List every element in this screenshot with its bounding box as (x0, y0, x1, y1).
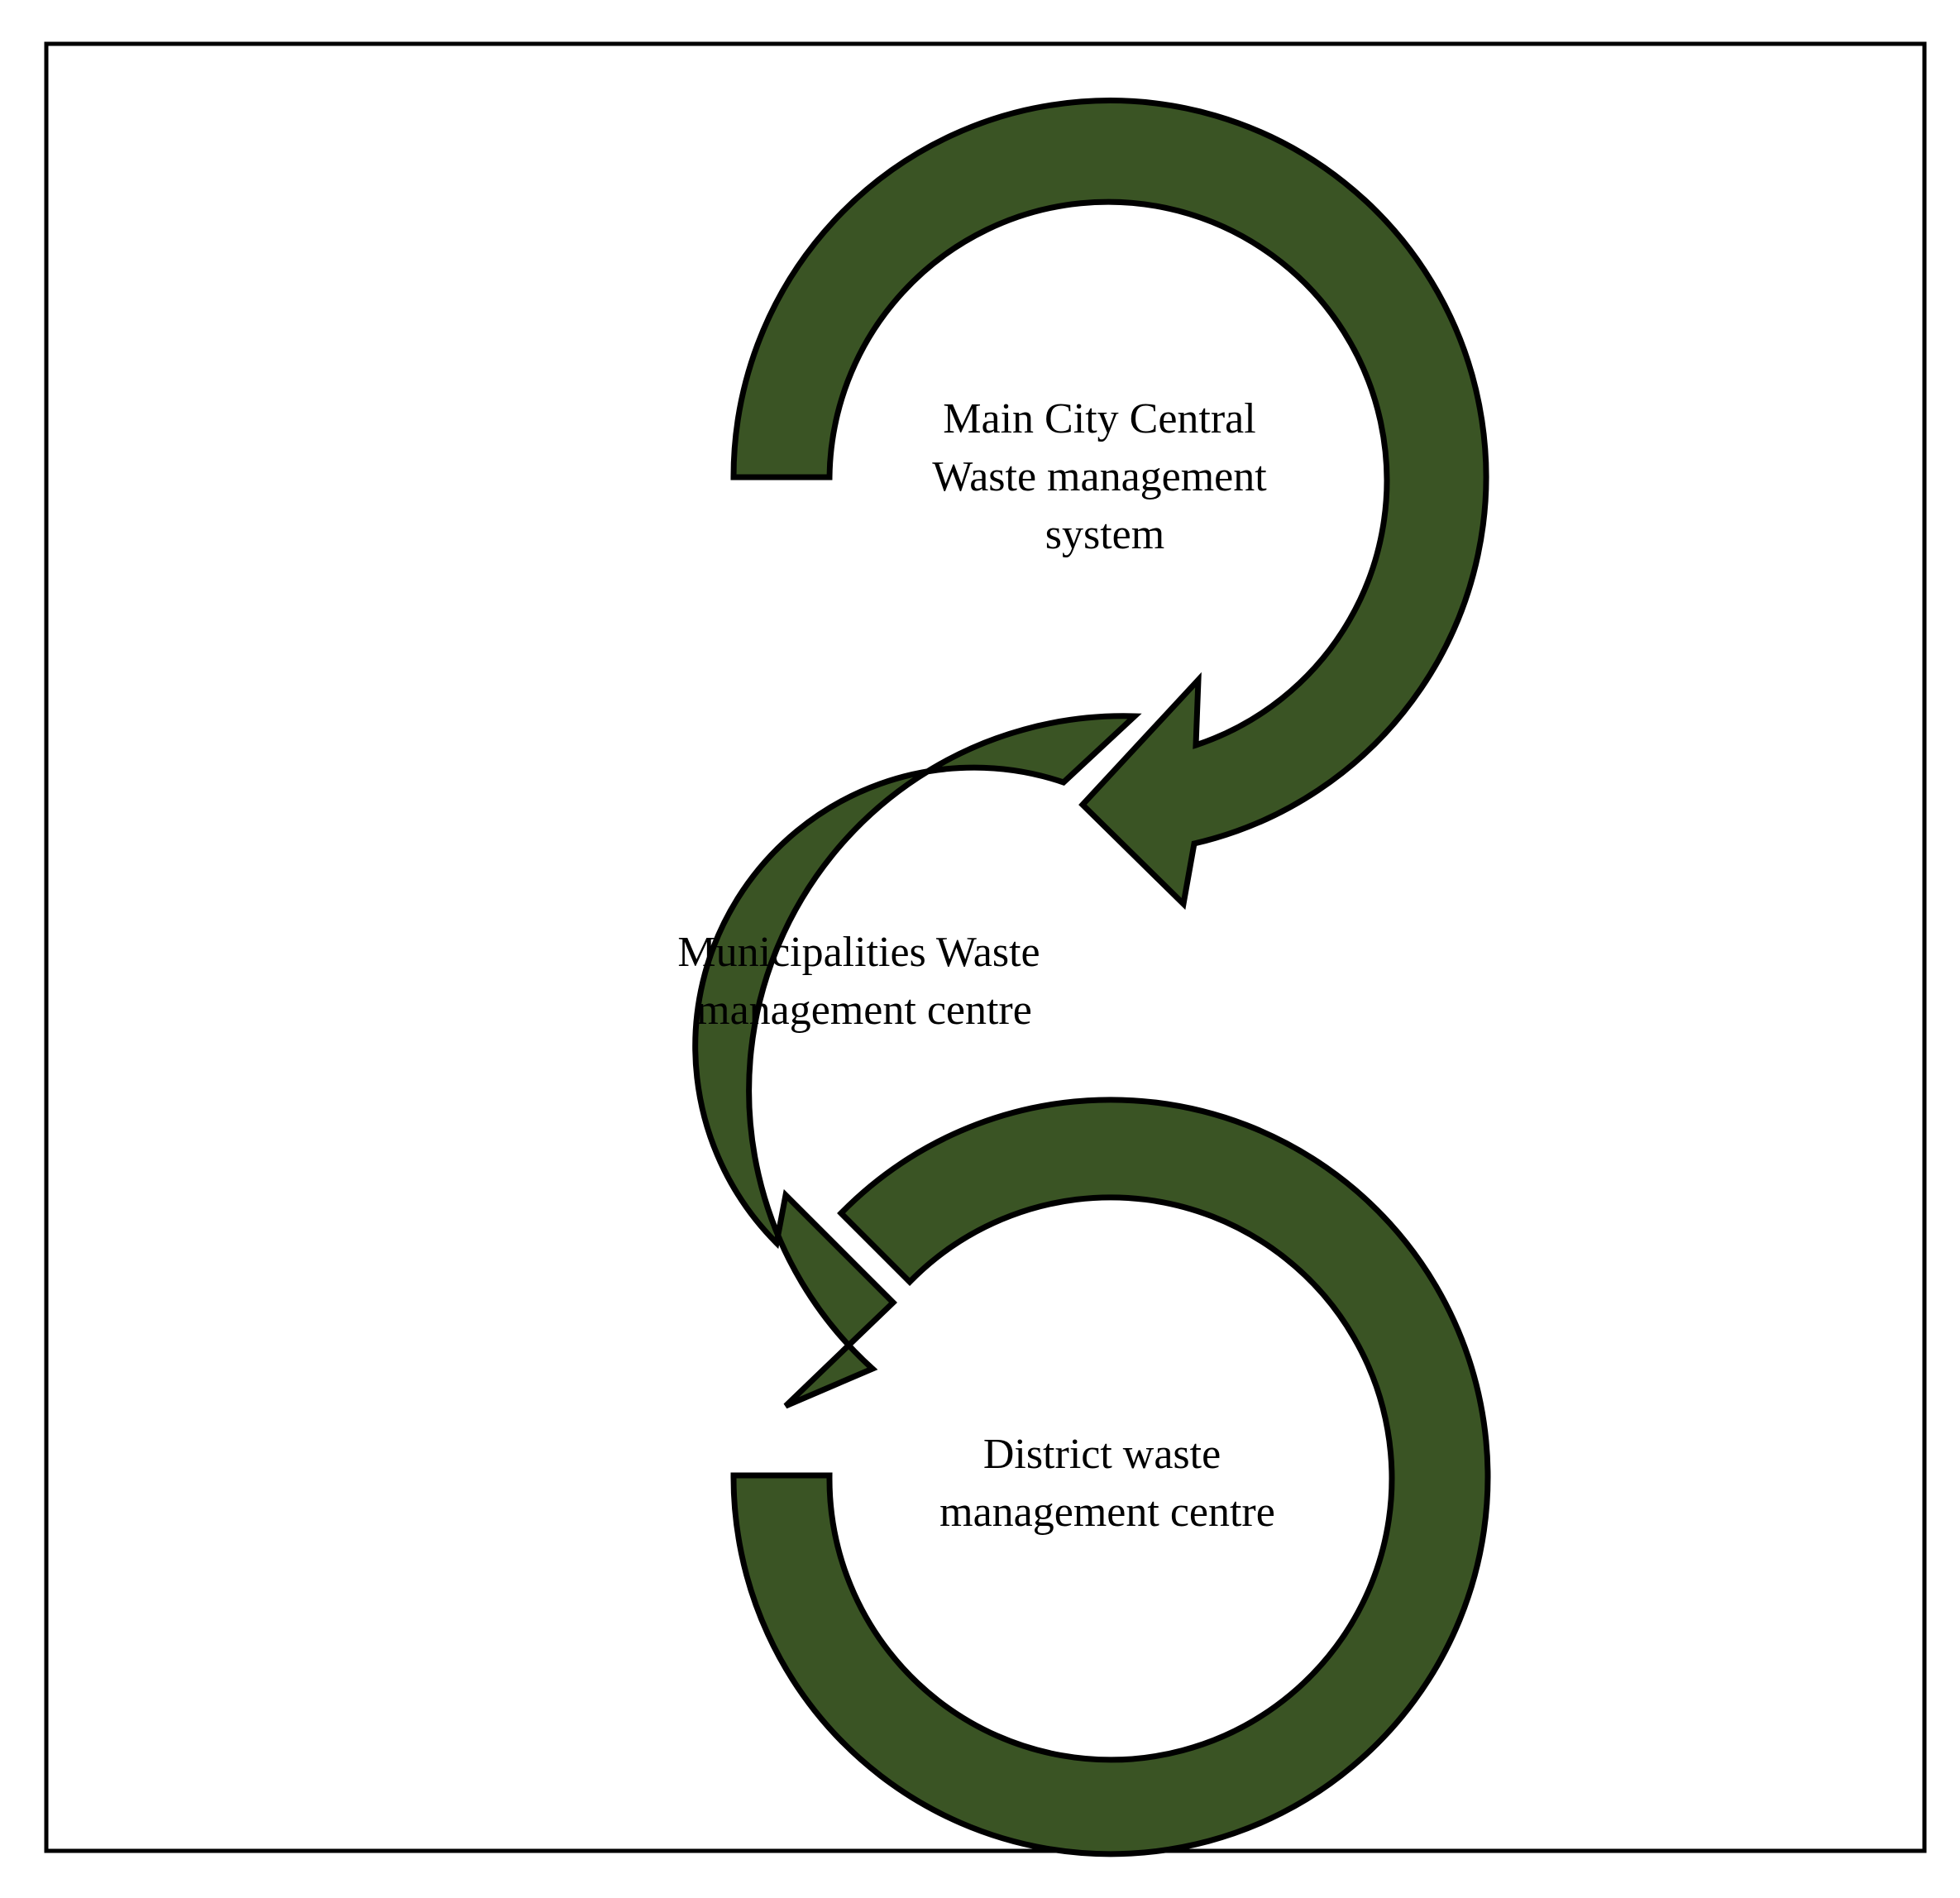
node-label-line: District waste (983, 1431, 1221, 1478)
diagram-frame (44, 41, 1927, 1853)
node-label-line: Waste management (932, 453, 1267, 500)
circular-arrow-main-city (730, 98, 1489, 911)
node-label-line: Main City Central (943, 395, 1255, 442)
node-label-line: Municipalities Waste (677, 929, 1040, 976)
circular-arrow-municipalities (692, 713, 1142, 1409)
node-label-district: District waste management centre (939, 1431, 1275, 1536)
node-label-line: system (1045, 511, 1164, 558)
circular-arrow-district (730, 1097, 1491, 1857)
node-label-line: management centre (696, 987, 1032, 1034)
node-label-municipalities: Municipalities Waste management centre (677, 929, 1050, 1034)
node-label-line: management centre (939, 1489, 1275, 1536)
node-label-main-city: Main City Central Waste management syste… (932, 395, 1277, 558)
